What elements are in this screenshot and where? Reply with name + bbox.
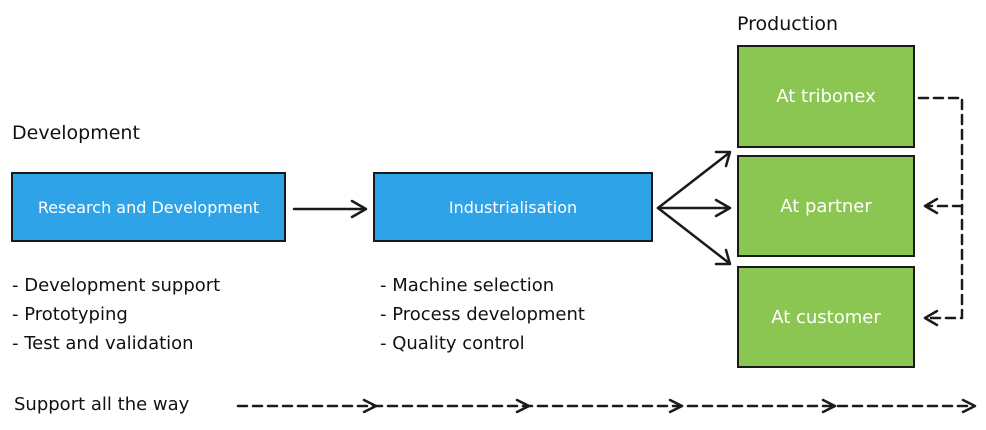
at-customer-box: At customer <box>737 266 915 368</box>
rnd-box: Research and Development <box>11 172 286 242</box>
arrow-to-customer <box>656 206 732 266</box>
arrowhead-customer <box>923 309 939 327</box>
support-label: Support all the way <box>14 394 190 415</box>
industrialisation-box: Industrialisation <box>373 172 653 242</box>
list-item: Test and validation <box>12 329 220 358</box>
list-item: Machine selection <box>380 271 585 300</box>
arrow-rnd-to-industrialisation <box>292 199 368 219</box>
arrow-to-tribonex <box>656 150 732 210</box>
arrowhead-partner <box>923 197 939 215</box>
at-tribonex-label: At tribonex <box>776 86 876 107</box>
rnd-box-label: Research and Development <box>37 197 260 217</box>
list-item: Prototyping <box>12 300 220 329</box>
development-list: Development support Prototyping Test and… <box>12 271 220 358</box>
industrialisation-list: Machine selection Process development Qu… <box>380 271 585 358</box>
arrow-to-partner <box>656 198 732 218</box>
development-heading: Development <box>12 122 140 144</box>
dashed-loop-arrows <box>917 96 964 320</box>
at-customer-label: At customer <box>771 306 881 328</box>
at-partner-box: At partner <box>737 155 915 257</box>
at-tribonex-box: At tribonex <box>737 45 915 148</box>
list-item: Development support <box>12 271 220 300</box>
at-partner-label: At partner <box>780 195 872 217</box>
industrialisation-box-label: Industrialisation <box>448 197 578 217</box>
production-heading: Production <box>737 13 839 35</box>
support-dashed-arrow <box>236 398 977 414</box>
list-item: Process development <box>380 300 585 329</box>
list-item: Quality control <box>380 329 585 358</box>
